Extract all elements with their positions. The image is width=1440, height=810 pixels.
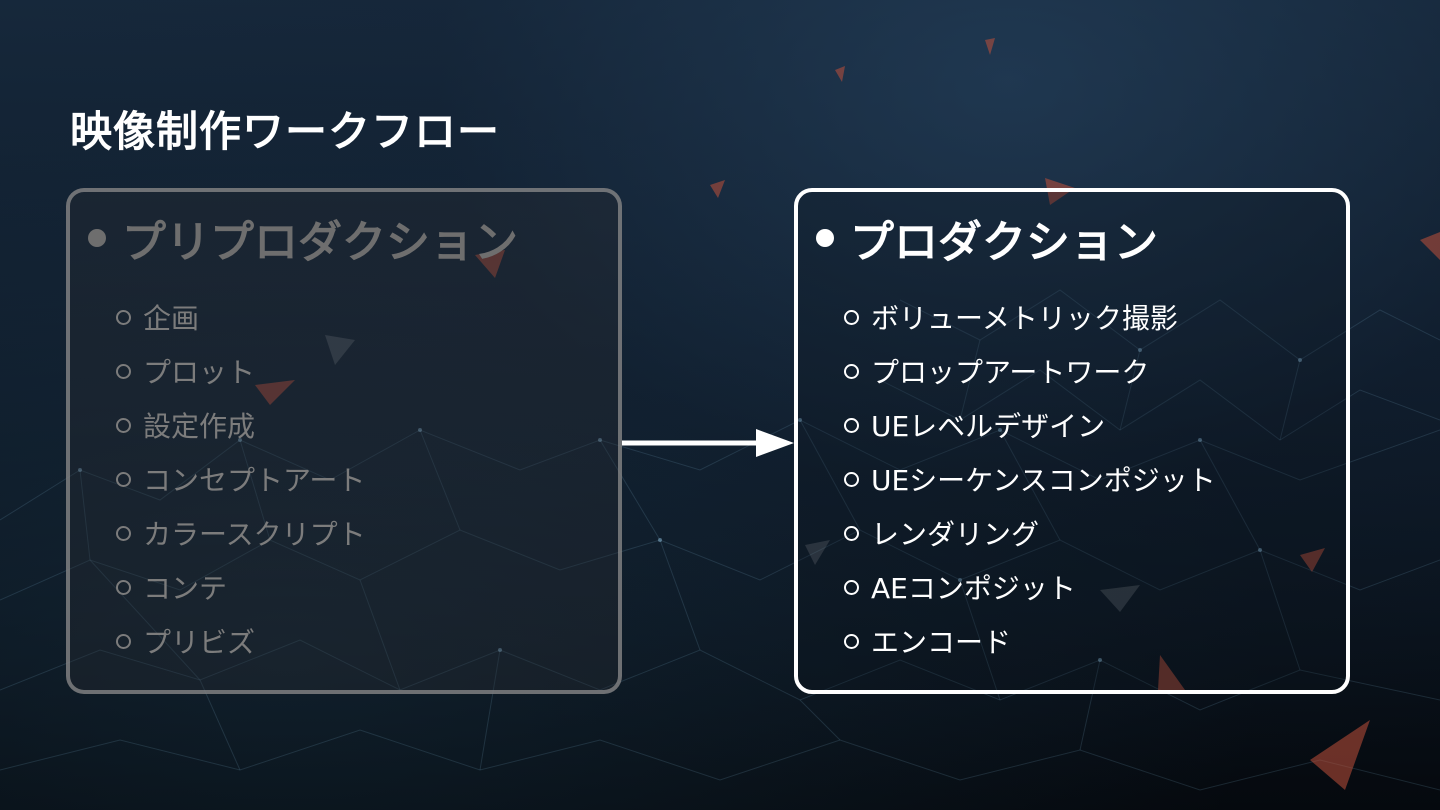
- list-item-label: プリビズ: [143, 626, 256, 659]
- hollow-circle-bullet-icon: [844, 309, 859, 325]
- list-item-label: 設定作成: [143, 410, 256, 443]
- list-item: レンダリング: [844, 506, 1216, 560]
- list-item-label: UEシーケンスコンポジット: [871, 464, 1216, 497]
- list-item: コンセプトアート: [116, 452, 366, 506]
- filled-circle-bullet-icon: [816, 229, 834, 247]
- hollow-circle-bullet-icon: [116, 471, 131, 487]
- list-item-label: プロット: [143, 356, 256, 389]
- list-item-label: コンセプトアート: [143, 464, 366, 497]
- list-item-label: 企画: [143, 302, 200, 335]
- list-item: コンテ: [116, 560, 366, 614]
- list-item-label: エンコード: [871, 626, 1012, 659]
- list-item-label: AEコンポジット: [871, 572, 1076, 605]
- list-item: 企画: [116, 290, 366, 344]
- preproduction-heading-label: プリプロダクション: [122, 217, 518, 268]
- production-heading: プロダクション: [816, 206, 1158, 270]
- list-item: UEレベルデザイン: [844, 398, 1216, 452]
- hollow-circle-bullet-icon: [116, 579, 131, 595]
- list-item: プロップアートワーク: [844, 344, 1216, 398]
- list-item: エンコード: [844, 614, 1216, 668]
- hollow-circle-bullet-icon: [116, 309, 131, 325]
- preproduction-heading: プリプロダクション: [88, 206, 518, 270]
- production-list: ボリューメトリック撮影 プロップアートワーク UEレベルデザイン UEシーケンス…: [844, 290, 1216, 668]
- preproduction-panel: プリプロダクション 企画 プロット 設定作成 コンセプトアート カラースクリプト…: [66, 188, 622, 694]
- list-item-label: コンテ: [143, 572, 228, 605]
- preproduction-list: 企画 プロット 設定作成 コンセプトアート カラースクリプト コンテ プリビズ: [116, 290, 366, 668]
- list-item: カラースクリプト: [116, 506, 366, 560]
- hollow-circle-bullet-icon: [844, 579, 859, 595]
- hollow-circle-bullet-icon: [844, 633, 859, 649]
- production-panel: プロダクション ボリューメトリック撮影 プロップアートワーク UEレベルデザイン…: [794, 188, 1350, 694]
- hollow-circle-bullet-icon: [844, 417, 859, 433]
- list-item-label: プロップアートワーク: [871, 356, 1150, 389]
- filled-circle-bullet-icon: [88, 229, 106, 247]
- hollow-circle-bullet-icon: [116, 417, 131, 433]
- arrow-right-icon: [622, 429, 794, 457]
- hollow-circle-bullet-icon: [844, 471, 859, 487]
- list-item: プロット: [116, 344, 366, 398]
- slide-title: 映像制作ワークフロー: [70, 107, 501, 156]
- list-item: 設定作成: [116, 398, 366, 452]
- list-item-label: レンダリング: [871, 518, 1040, 551]
- list-item: UEシーケンスコンポジット: [844, 452, 1216, 506]
- hollow-circle-bullet-icon: [844, 363, 859, 379]
- list-item-label: カラースクリプト: [143, 518, 366, 551]
- list-item-label: ボリューメトリック撮影: [871, 302, 1178, 335]
- hollow-circle-bullet-icon: [116, 633, 131, 649]
- list-item: ボリューメトリック撮影: [844, 290, 1216, 344]
- production-heading-label: プロダクション: [850, 217, 1158, 268]
- list-item: プリビズ: [116, 614, 366, 668]
- hollow-circle-bullet-icon: [844, 525, 859, 541]
- list-item: AEコンポジット: [844, 560, 1216, 614]
- hollow-circle-bullet-icon: [116, 525, 131, 541]
- list-item-label: UEレベルデザイン: [871, 410, 1106, 443]
- hollow-circle-bullet-icon: [116, 363, 131, 379]
